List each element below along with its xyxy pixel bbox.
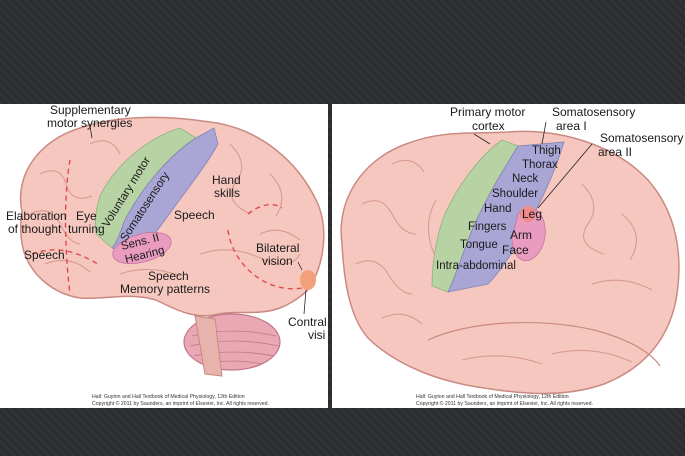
right-cerebrum <box>340 130 680 395</box>
somatosensory-area <box>111 127 219 255</box>
label-speech-lower: Speech <box>148 269 189 283</box>
label-contral: Contral <box>288 315 327 329</box>
left-dashed-boundaries <box>31 159 303 295</box>
right-caption-line1: Hall: Guyton and Hall Textbook of Medica… <box>416 394 569 400</box>
label-hand: Hand <box>212 173 241 187</box>
label-memory-patterns: Memory patterns <box>120 282 210 296</box>
label-thorax: Thorax <box>522 159 558 171</box>
primary-motor-pointer <box>473 133 491 145</box>
right-caption-line2: Copyright © 2011 by Saunders, an imprint… <box>416 400 593 407</box>
bilateral-vision-pointer <box>297 261 303 271</box>
label-area-i: area I <box>556 119 587 133</box>
label-speech-left: Speech <box>24 248 65 262</box>
sens-ii-hearing-area <box>112 232 172 264</box>
label-elaboration: Elaboration <box>6 209 67 223</box>
left-caption-line2: Copyright © 2011 by Saunders, an imprint… <box>92 400 269 407</box>
label-visi: visi <box>308 328 325 342</box>
label-skills: skills <box>214 186 240 200</box>
label-somatosensory-area-i: Somatosensory <box>552 105 635 119</box>
label-bilateral: Bilateral <box>256 241 299 255</box>
label-tongue: Tongue <box>460 239 498 251</box>
left-cerebrum <box>19 116 325 317</box>
label-arm: Arm <box>510 228 532 242</box>
area-i-pointer <box>541 121 547 145</box>
label-face: Face <box>502 243 529 257</box>
label-intra-abdominal: Intra-abdominal <box>436 260 516 272</box>
right-temporal-sulcus <box>427 322 661 367</box>
label-leg: Leg <box>522 207 542 221</box>
label-area-ii: area II <box>598 145 632 159</box>
label-hand: Hand <box>484 203 512 215</box>
label-vision: vision <box>262 254 293 268</box>
left-gyri <box>29 140 301 277</box>
left-brain-panel: Supplementary motor synergies Elaboratio… <box>0 104 328 408</box>
contral-vision-pointer <box>303 289 307 315</box>
label-shoulder: Shoulder <box>492 188 538 200</box>
label-thigh: Thigh <box>532 145 561 157</box>
label-primary-motor: Primary motor <box>450 105 525 119</box>
label-supplementary: Supplementary <box>50 104 131 117</box>
label-cortex: cortex <box>472 119 505 133</box>
label-turning: turning <box>68 222 105 236</box>
left-caption-line1: Hall: Guyton and Hall Textbook of Medica… <box>92 394 245 400</box>
label-motor-synergies: motor synergies <box>47 116 132 130</box>
right-brain-panel: Primary motor cortex Somatosensory area … <box>332 104 685 408</box>
area-ii-pointer <box>537 143 593 209</box>
supplementary-pointer <box>89 125 93 139</box>
right-brain-diagram: Primary motor cortex Somatosensory area … <box>340 105 683 407</box>
label-of-thought: of thought <box>8 222 62 236</box>
right-gyri <box>355 159 653 365</box>
leg-spot <box>520 206 536 222</box>
contralateral-vision-spot <box>300 270 316 290</box>
label-fingers: Fingers <box>468 221 507 233</box>
label-speech-mid: Speech <box>174 208 215 222</box>
label-neck: Neck <box>512 173 538 185</box>
brainstem <box>194 315 223 377</box>
label-eye: Eye <box>76 209 97 223</box>
label-somatosensory-area-ii: Somatosensory <box>600 131 683 145</box>
left-brain-diagram: Supplementary motor synergies Elaboratio… <box>6 104 327 407</box>
